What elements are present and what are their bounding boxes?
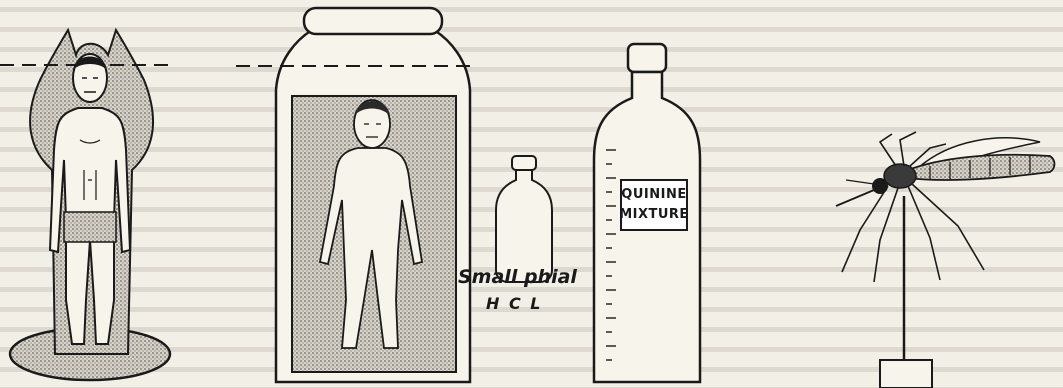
phial-cork	[512, 156, 536, 170]
hcl-label: H C L	[486, 294, 542, 313]
quinine-label-line2: MIXTURE	[619, 205, 689, 225]
waist-cloth	[64, 212, 116, 242]
bottle-stopper	[628, 44, 666, 72]
mosquito-thorax	[884, 164, 916, 188]
quinine-label-line1: QUININE	[621, 185, 686, 205]
mosquito-head	[872, 178, 888, 194]
jar-lid	[304, 8, 442, 34]
small-phial-label: Small phial	[458, 266, 577, 288]
stand-base	[880, 360, 932, 388]
quinine-label: QUININE MIXTURE	[621, 180, 687, 230]
